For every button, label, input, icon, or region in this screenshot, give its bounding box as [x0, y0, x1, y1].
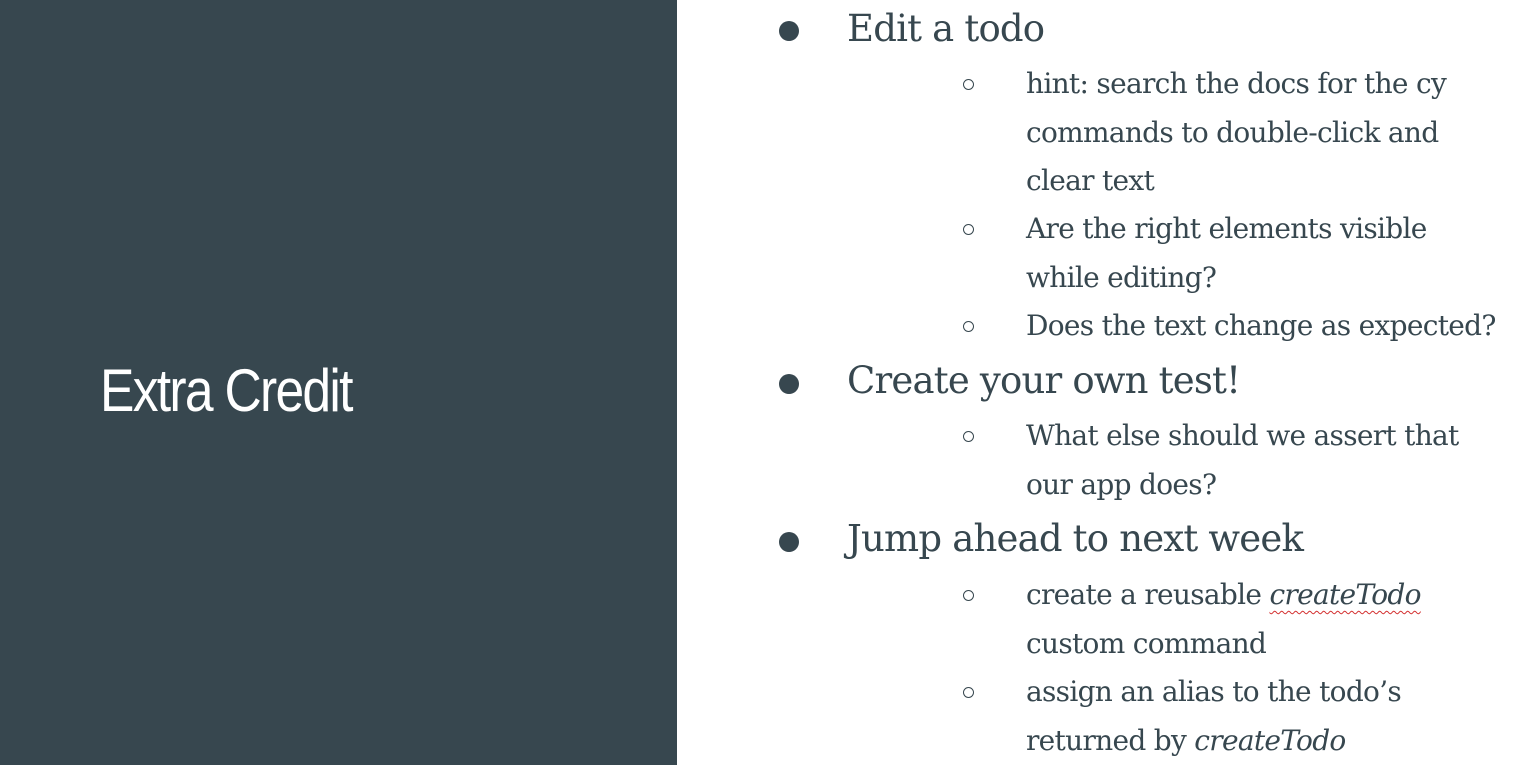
subitem-line: clear text — [1026, 164, 1155, 197]
bullet-item-edit-todo: Edit a todo — [847, 7, 1045, 50]
bullet-item-jump-ahead: Jump ahead to next week — [847, 517, 1304, 560]
hollow-circle-bullet-icon — [963, 224, 974, 235]
subitem-visible-elements: Are the right elements visible while edi… — [1026, 205, 1531, 302]
filled-circle-bullet-icon — [779, 374, 799, 394]
subitem-line: What else should we assert that — [1026, 419, 1459, 452]
title-panel: Extra Credit — [0, 0, 677, 765]
hollow-circle-bullet-icon — [963, 590, 974, 601]
subitem-text-change: Does the text change as expected? — [1026, 302, 1531, 351]
subitem-line: commands to double-click and — [1026, 115, 1439, 149]
subitem-line: returned by createTodo — [1026, 717, 1531, 765]
subitem-text: create a reusable — [1026, 578, 1270, 611]
code-term: createTodo — [1194, 723, 1346, 757]
hollow-circle-bullet-icon — [963, 431, 974, 442]
bullet-item-create-test: Create your own test! — [847, 359, 1241, 402]
slide-title: Extra Credit — [100, 357, 353, 424]
subitem-line: Does the text change as expected? — [1026, 309, 1496, 342]
subitem-line: create a reusable createTodo — [1026, 571, 1531, 620]
hollow-circle-bullet-icon — [963, 321, 974, 332]
subitem-line: hint: search the docs for the cy — [1026, 67, 1447, 100]
subitem-line: assign an alias to the todo’s — [1026, 675, 1402, 708]
subitem-assert: What else should we assert that our app … — [1026, 412, 1531, 509]
subitem-alias: assign an alias to the todo’s returned b… — [1026, 668, 1531, 765]
filled-circle-bullet-icon — [779, 21, 799, 41]
subitem-line: our app does? — [1026, 467, 1217, 501]
subitem-text: returned by — [1026, 723, 1195, 757]
code-term: createTodo — [1269, 578, 1421, 611]
subitem-line: while editing? — [1026, 260, 1217, 294]
hollow-circle-bullet-icon — [963, 687, 974, 698]
subitem-hint: hint: search the docs for the cy command… — [1026, 60, 1531, 206]
subitem-line: Are the right elements visible — [1026, 212, 1427, 245]
subitem-line: custom command — [1026, 626, 1267, 660]
subitem-reusable-command: create a reusable createTodo custom comm… — [1026, 571, 1531, 668]
hollow-circle-bullet-icon — [963, 79, 974, 90]
filled-circle-bullet-icon — [779, 532, 799, 552]
